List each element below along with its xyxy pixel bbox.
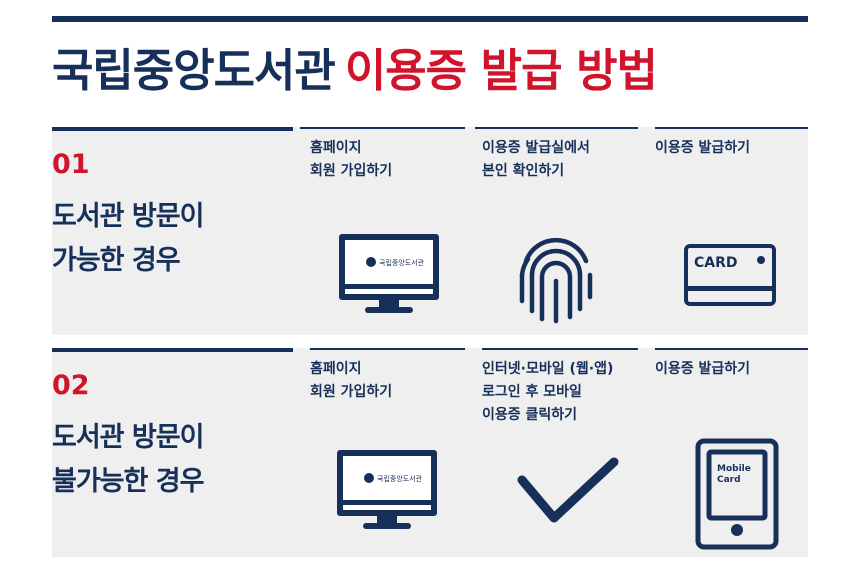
lead-line: 불가능한 경우 <box>52 466 204 497</box>
divider <box>475 127 638 129</box>
monitor-icon: 국립중앙도서관 <box>337 450 437 529</box>
lead-line: 가능한 경우 <box>52 245 181 276</box>
step-line: 본인 확인하기 <box>482 163 565 179</box>
divider <box>655 348 808 350</box>
step-line: 홈페이지 <box>310 361 362 377</box>
step-line: 홈페이지 <box>310 140 362 156</box>
section-number: 02 <box>52 370 90 401</box>
step-line: 이용증 발급하기 <box>655 361 751 377</box>
divider <box>52 127 293 131</box>
screen-logo-text: 국립중앙도서관 <box>377 474 423 483</box>
step-issue: 이용증 발급하기 <box>655 358 750 381</box>
lead-line: 도서관 방문이 <box>52 422 204 453</box>
divider <box>310 348 465 350</box>
card-icon: CARD <box>684 244 776 306</box>
monitor-icon: 국립중앙도서관 <box>339 234 439 313</box>
fingerprint-icon <box>519 237 593 324</box>
mobile-card-icon: Mobile Card <box>695 438 779 550</box>
divider <box>52 348 293 352</box>
title-library-name: 국립중앙도서관 <box>52 44 336 97</box>
step-issue: 이용증 발급하기 <box>655 137 750 160</box>
checkmark-icon <box>517 457 619 523</box>
section-number: 01 <box>52 149 90 180</box>
step-line: 이용증 클릭하기 <box>482 407 578 423</box>
lead-line: 도서관 방문이 <box>52 201 204 232</box>
card-label: CARD <box>694 255 738 271</box>
title-issue-method: 이용증 발급 방법 <box>344 44 658 97</box>
divider <box>655 127 808 129</box>
mobile-card-label: Mobile <box>717 464 751 474</box>
step-line: 로그인 후 모바일 <box>482 384 582 400</box>
screen-logo-text: 국립중앙도서관 <box>379 258 425 267</box>
step-line: 회원 가입하기 <box>310 163 393 179</box>
step-line: 회원 가입하기 <box>310 384 393 400</box>
step-line: 인터넷·모바일 (웹·앱) <box>482 361 614 377</box>
step-line: 이용증 발급하기 <box>655 140 751 156</box>
step-line: 이용증 발급실에서 <box>482 140 590 156</box>
mobile-card-label: Card <box>717 475 741 485</box>
divider <box>300 127 465 129</box>
top-divider <box>52 16 808 22</box>
divider <box>482 348 638 350</box>
